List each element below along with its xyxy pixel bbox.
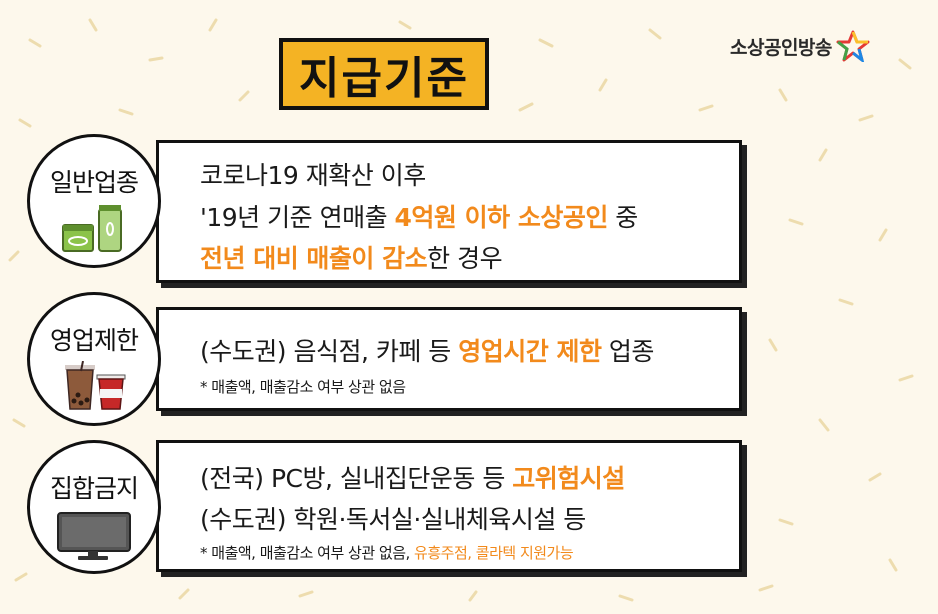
restricted-note: * 매출액, 매출감소 여부 상관 없음 bbox=[200, 378, 406, 396]
criteria-box-general bbox=[156, 140, 742, 283]
brand-logo: 소상공인방송 bbox=[730, 30, 870, 62]
category-label: 집합금지 bbox=[49, 474, 139, 503]
cosmetics-icon bbox=[62, 205, 122, 252]
criteria-box-restricted bbox=[156, 307, 742, 411]
monitor-icon bbox=[57, 512, 131, 560]
coffee-cups-icon bbox=[65, 361, 126, 410]
general-line-1: 코로나19 재확산 이후 bbox=[200, 161, 426, 190]
category-restricted: 영업제한 bbox=[27, 292, 161, 426]
restricted-line-1: (수도권) 음식점, 카페 등 영업시간 제한 업종 bbox=[200, 337, 654, 366]
category-label: 영업제한 bbox=[49, 326, 139, 355]
category-general: 일반업종 bbox=[27, 134, 161, 268]
criteria-box-banned bbox=[156, 440, 742, 572]
general-line-3: 전년 대비 매출이 감소한 경우 bbox=[200, 244, 503, 273]
banned-line-1: (전국) PC방, 실내집단운동 등 고위험시설 bbox=[200, 464, 625, 493]
category-banned: 집합금지 bbox=[27, 440, 161, 574]
star-logo-icon bbox=[836, 30, 870, 62]
banned-note: * 매출액, 매출감소 여부 상관 없음, 유흥주점, 콜라텍 지원가능 bbox=[200, 544, 574, 562]
banned-line-2: (수도권) 학원·독서실·실내체육시설 등 bbox=[200, 505, 586, 534]
category-label: 일반업종 bbox=[49, 168, 139, 197]
general-line-2: '19년 기준 연매출 4억원 이하 소상공인 중 bbox=[200, 203, 638, 232]
page-title: 지급기준 bbox=[279, 38, 489, 110]
brand-name: 소상공인방송 bbox=[730, 36, 832, 59]
